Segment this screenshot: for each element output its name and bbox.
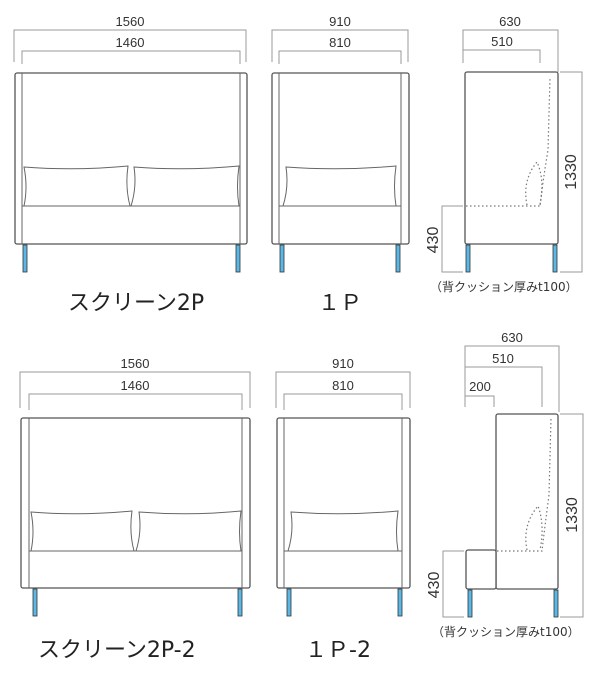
side-view: 630 510 1330 430 （背クッション厚みt100） [425, 14, 583, 294]
dimension-label: 910 [329, 14, 351, 29]
front-view-2p-2: 1560 1460 スクリーン2P-2 [19, 356, 251, 663]
pillow [282, 165, 397, 207]
sofa-body [464, 71, 559, 245]
model-label: スクリーン2P-2 [38, 638, 196, 663]
pillow [130, 165, 240, 207]
dimension-label: 1460 [121, 378, 150, 393]
dimension-label: 810 [329, 35, 351, 50]
front-view-1p: 910 810 １Ｐ [271, 14, 410, 316]
pillow [23, 165, 131, 207]
leg [395, 244, 401, 273]
sofa-body [20, 417, 251, 589]
cushion-note: （背クッション厚みt100） [432, 625, 580, 639]
leg [22, 244, 28, 273]
dimension-label: 810 [332, 378, 354, 393]
model-label: スクリーン2P [68, 291, 204, 316]
sofa-body [271, 72, 410, 245]
sofa-back [495, 413, 559, 590]
dimension-line [21, 50, 241, 64]
model-label: １Ｐ-2 [305, 638, 371, 663]
dimension-label: 200 [469, 379, 491, 394]
sofa-body [276, 417, 411, 589]
dimension-label: 630 [501, 330, 523, 345]
model-label: １Ｐ [318, 291, 362, 316]
sofa-body [14, 72, 248, 245]
dimension-line [13, 29, 247, 62]
dimension-label: 1560 [116, 14, 145, 29]
dimension-label: 1330 [564, 497, 581, 533]
dimension-label: 430 [426, 572, 443, 599]
dimension-label: 910 [332, 356, 354, 371]
dimension-label: 1330 [563, 154, 580, 190]
dimension-label: 1460 [116, 35, 145, 50]
cushion-note: （背クッション厚みt100） [430, 280, 578, 294]
dimension-label: 1560 [121, 356, 150, 371]
front-view-1p-2: 910 810 １Ｐ-2 [275, 356, 411, 663]
dimension-label: 430 [425, 227, 442, 254]
front-view-2p: 1560 1460 スクリーン2P [13, 14, 248, 316]
dimension-label: 630 [499, 14, 521, 29]
dimension-label: 510 [492, 351, 514, 366]
dimension-label: 510 [491, 34, 513, 49]
leg [279, 244, 285, 273]
leg [235, 244, 241, 273]
side-view-2: 630 510 200 1330 430 （背クッション厚みt100） [426, 330, 584, 639]
sofa-front-seat [465, 549, 497, 590]
